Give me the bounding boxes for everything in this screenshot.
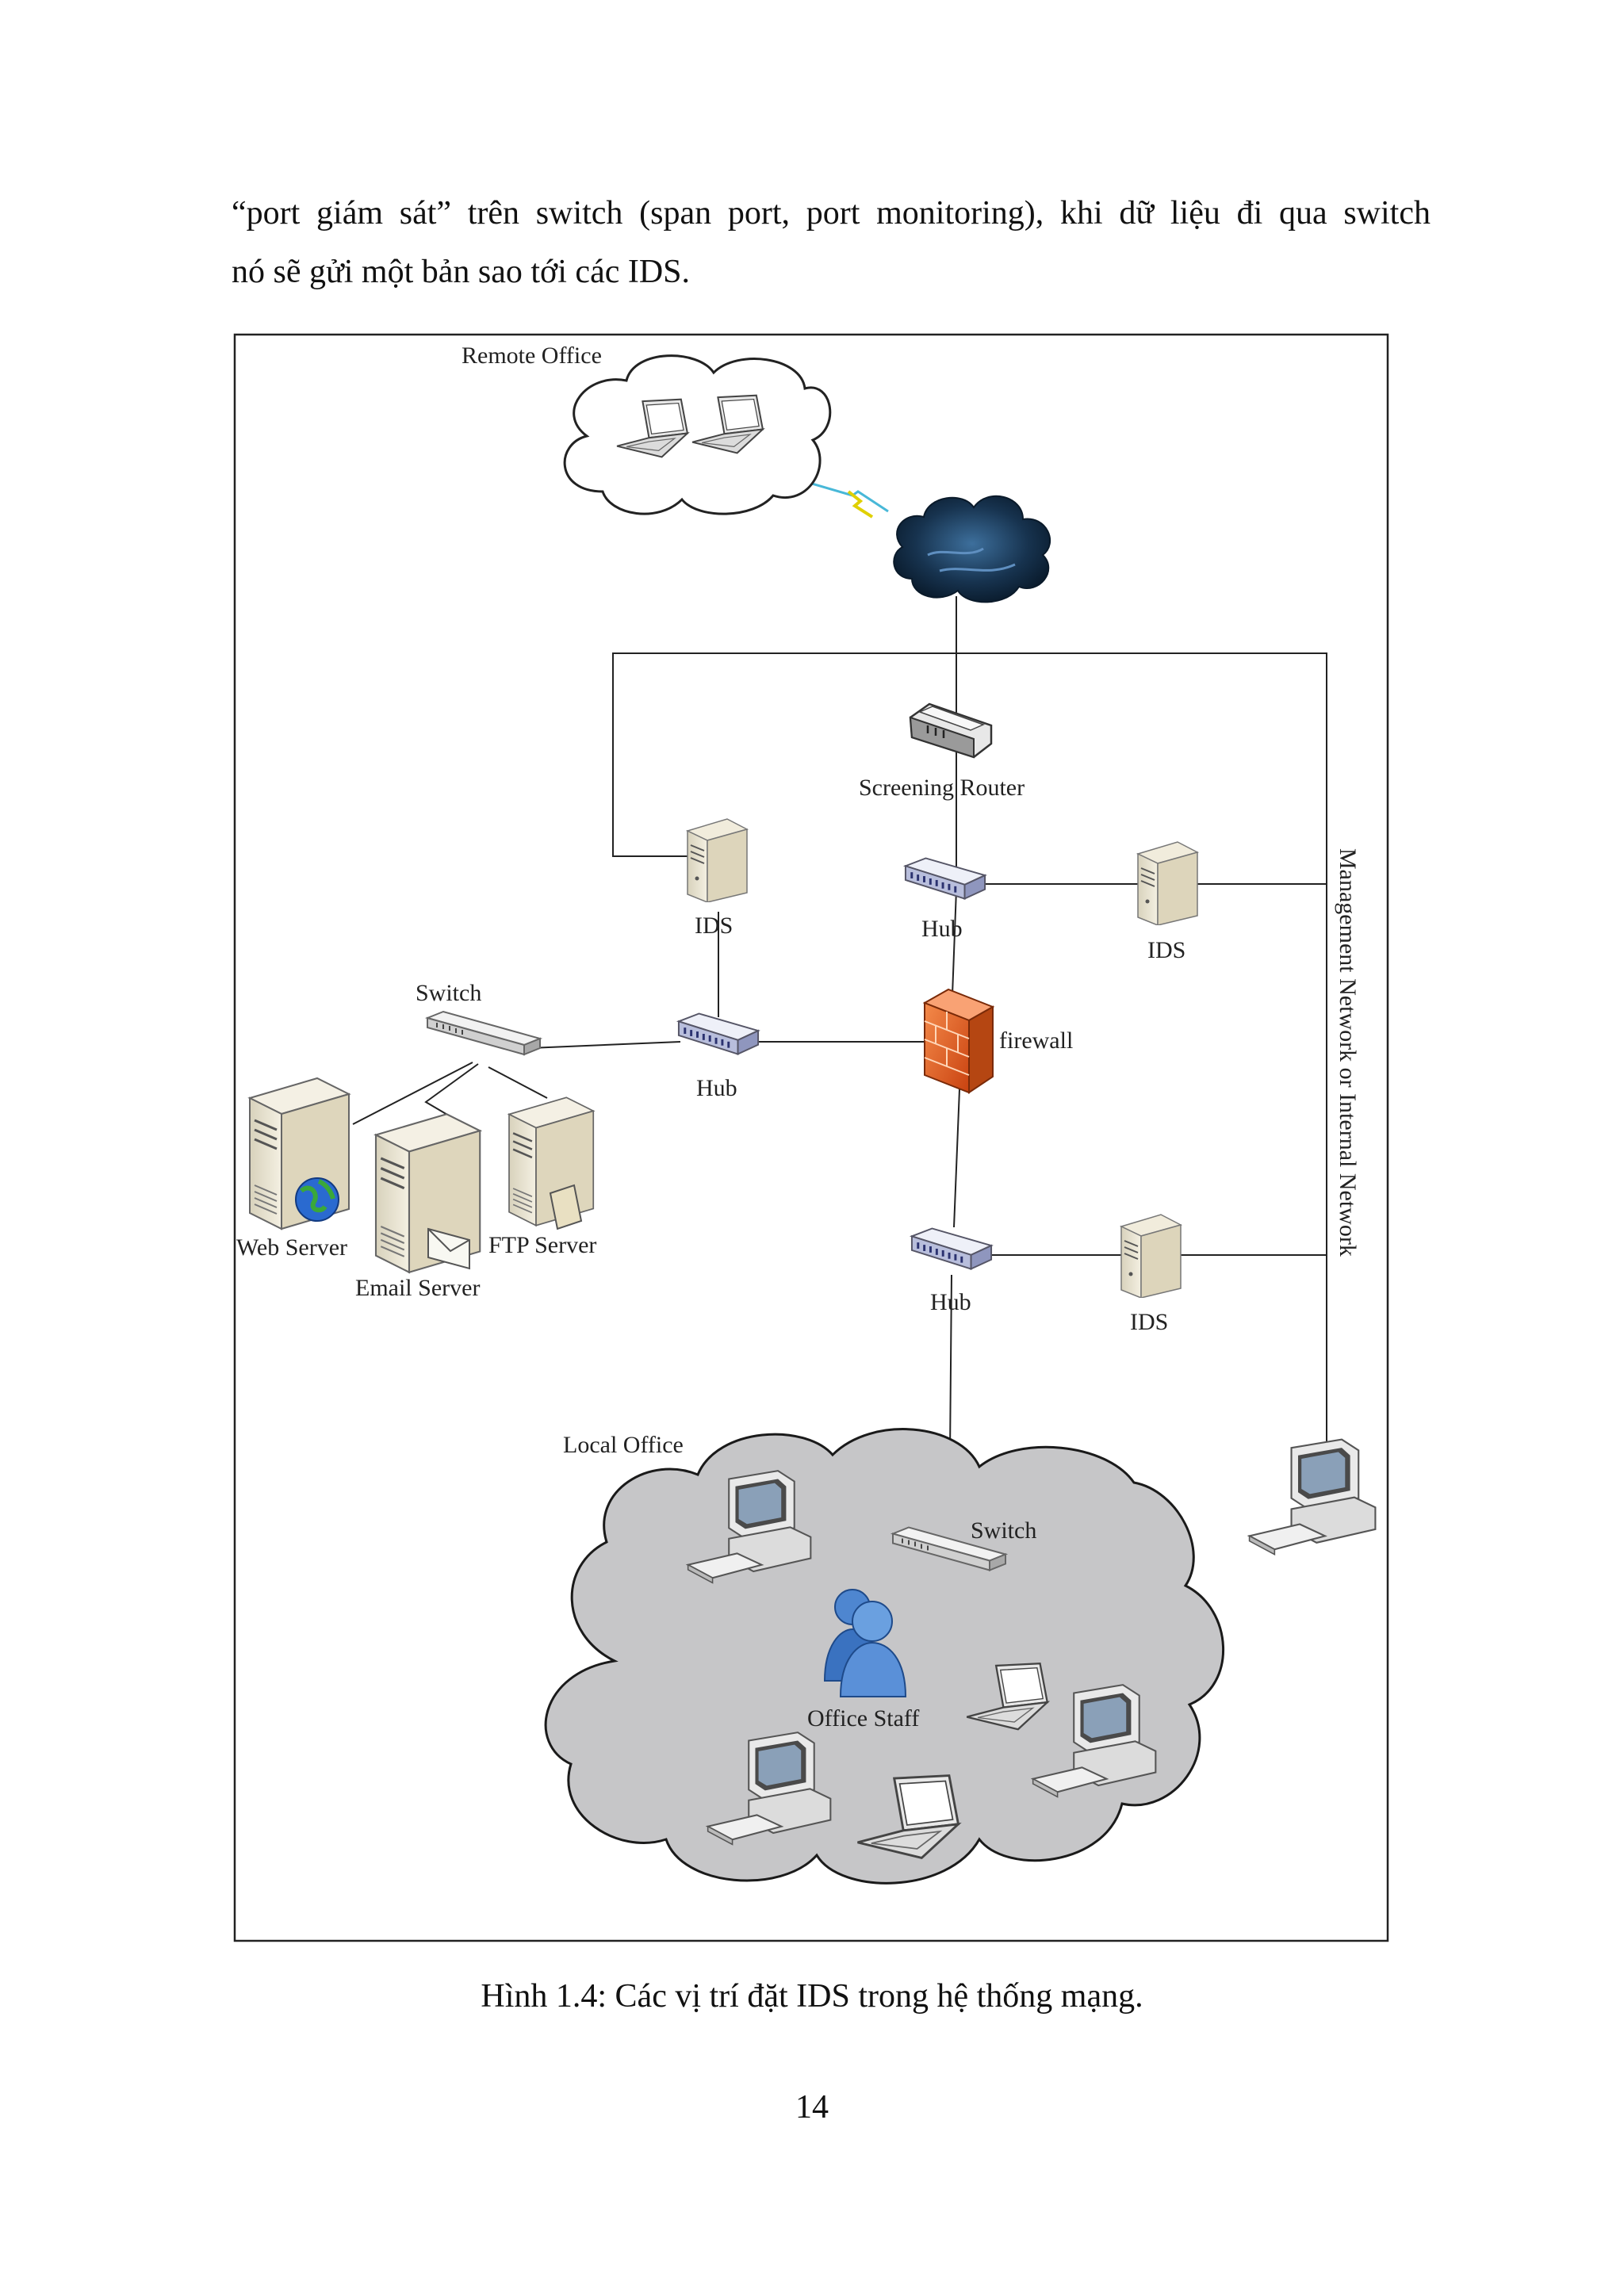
ids-left-server-icon bbox=[687, 818, 748, 902]
globe-icon bbox=[295, 1177, 339, 1222]
ftp-server-icon bbox=[508, 1096, 595, 1227]
envelope-icon bbox=[427, 1227, 470, 1270]
email-server-label: Email Server bbox=[355, 1275, 480, 1301]
ids-left-label: IDS bbox=[695, 913, 733, 939]
office-staff-icon bbox=[823, 1589, 907, 1697]
management-network-label: Management Network or Internal Network bbox=[1335, 848, 1361, 1257]
ids-right-top-label: IDS bbox=[1147, 937, 1185, 963]
lightning-bolt bbox=[847, 490, 874, 519]
ftp-server-label: FTP Server bbox=[488, 1232, 596, 1258]
hub-bottom-label: Hub bbox=[930, 1289, 971, 1315]
local-office-label: Local Office bbox=[563, 1432, 684, 1458]
ids-right-top-server-icon bbox=[1137, 841, 1198, 925]
switch-servers-label: Switch bbox=[416, 980, 481, 1006]
firewall-label: firewall bbox=[999, 1027, 1073, 1054]
switch-local-label: Switch bbox=[971, 1517, 1036, 1544]
paragraph-line-1: “port giám sát” trên switch (span port, … bbox=[232, 195, 1431, 232]
hub-top-label: Hub bbox=[921, 916, 963, 942]
office-staff-label: Office Staff bbox=[807, 1705, 919, 1732]
remote-office-label: Remote Office bbox=[462, 342, 602, 369]
folder-icon bbox=[549, 1184, 583, 1230]
body-paragraph: “port giám sát” trên switch (span port, … bbox=[232, 184, 1431, 301]
firewall-icon bbox=[922, 988, 995, 1094]
paragraph-line-2: nó sẽ gửi một bản sao tới các IDS. bbox=[232, 254, 691, 290]
web-server-label: Web Server bbox=[236, 1234, 347, 1261]
screening-router-label: Screening Router bbox=[859, 775, 1025, 801]
ids-right-bottom-label: IDS bbox=[1130, 1309, 1168, 1335]
ids-right-bottom-server-icon bbox=[1120, 1214, 1182, 1298]
cloud-highlight bbox=[927, 547, 1016, 572]
wireless-link bbox=[792, 476, 889, 513]
page-number: 14 bbox=[795, 2089, 829, 2126]
screening-router-icon bbox=[909, 702, 993, 759]
figure-caption: Hình 1.4: Các vị trí đặt IDS trong hệ th… bbox=[481, 1978, 1143, 2015]
hub-middle-label: Hub bbox=[696, 1075, 737, 1101]
internet-cloud-icon bbox=[893, 495, 1051, 603]
remote-office-cloud bbox=[563, 354, 832, 515]
